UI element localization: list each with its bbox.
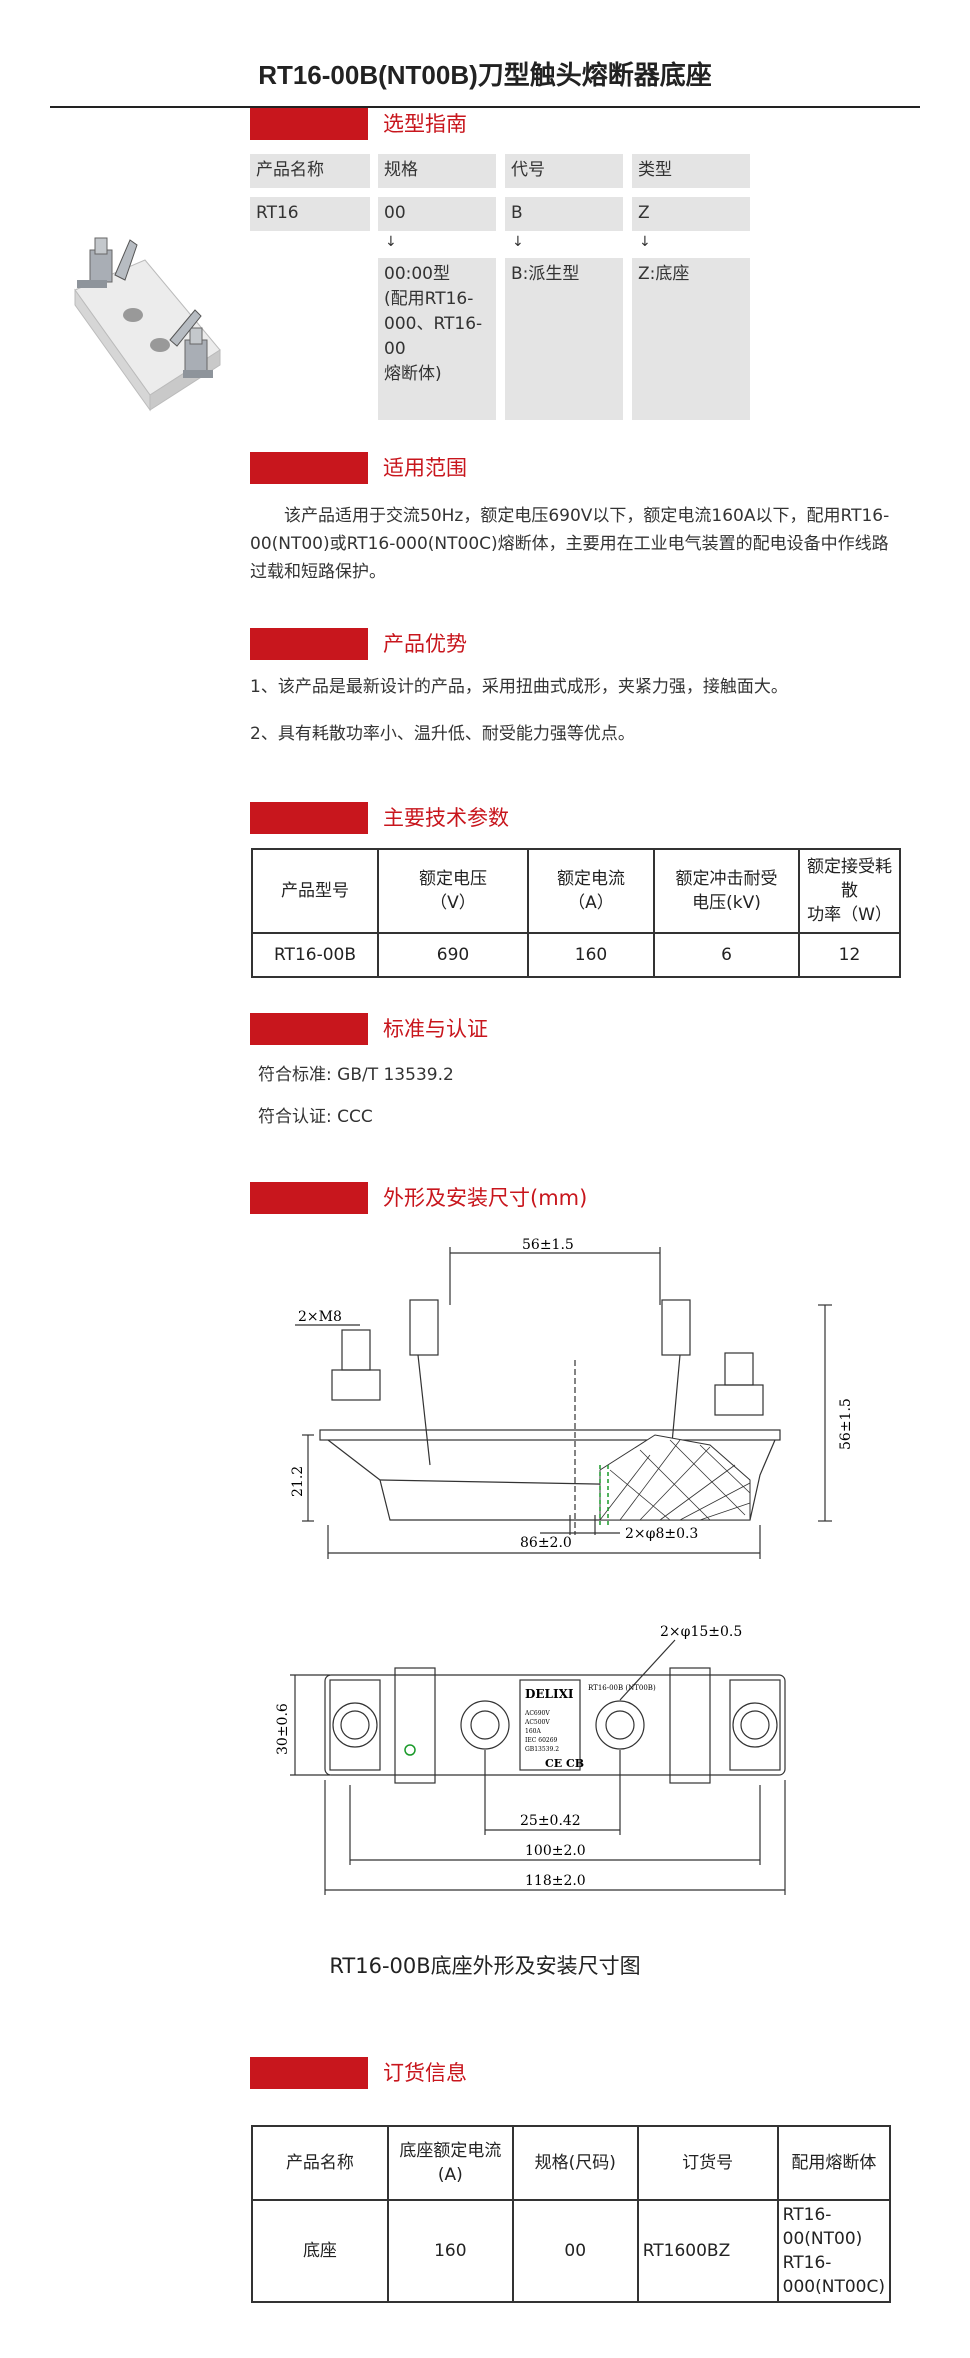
section-marker [250,802,368,834]
dim-m8-label: 2×M8 [298,1309,342,1325]
table-header-cell: 额定冲击耐受 电压(kV) [653,848,800,934]
section-title: 主要技术参数 [383,806,509,830]
sel-desc-type: Z:底座 [632,258,750,420]
section-marker [250,2057,368,2089]
plate-line: IEC 60269 [525,1737,558,1744]
product-photo [74,237,221,412]
plate-line: 160A [525,1728,541,1735]
dim-56-label: 56±1.5 [522,1237,574,1253]
table-cell: 6 [653,932,800,978]
section-marker [250,108,368,140]
table-header-cell: 产品型号 [251,848,379,934]
plate-line: AC690V [524,1710,550,1717]
dim-56v-label: 56±1.5 [838,1398,854,1450]
section-marker [250,1182,368,1214]
table-cell: 00 [511,2199,639,2303]
dim-phi15-label: 2×φ15±0.5 [660,1624,742,1640]
arrow-down-icon: ↓ [512,234,524,250]
table-header-cell: 底座额定电流 (A) [386,2125,514,2201]
table-cell: 690 [377,932,529,978]
section-title: 适用范围 [383,456,467,480]
dim-86-label: 86±2.0 [520,1535,572,1551]
sel-header-spec: 规格 [378,154,496,188]
table-cell: 底座 [251,2199,389,2303]
sel-value-type: Z [632,197,750,231]
page-title: RT16-00B(NT00B)刀型触头熔断器底座 [258,60,712,90]
sel-header-name: 产品名称 [250,154,370,188]
section-title: 标准与认证 [383,1017,488,1041]
scope-paragraph: 该产品适用于交流50Hz，额定电压690V以下，额定电流160A以下，配用RT1… [250,506,890,582]
sel-value-spec: 00 [378,197,496,231]
cert-marks: CE CB [545,1757,584,1770]
table-header-row: 产品型号 额定电压 （V） 额定电流 （A） 额定冲击耐受 电压(kV) 额定接… [251,848,901,934]
plate-line: AC500V [524,1719,550,1726]
sel-desc-code: B:派生型 [505,258,623,420]
sel-header-type: 类型 [632,154,750,188]
table-cell: RT16-00(NT00) RT16- 000(NT00C) [776,2199,892,2303]
standard-label: 符合标准: [258,1065,332,1085]
sel-desc-spec: 00:00型 (配用RT16- 000、RT16-00 熔断体) [378,258,496,420]
dim-phi8-label: 2×φ8±0.3 [625,1526,698,1542]
advantage-item: 2、具有耗散功率小、温升低、耐受能力强等优点。 [250,724,635,744]
brand-logo: DELIXI [525,1687,574,1701]
dim-21-label: 21.2 [290,1466,306,1497]
arrow-down-icon: ↓ [385,234,397,250]
table-header-row: 产品名称 底座额定电流 (A) 规格(尺码) 订货号 配用熔断体 [251,2125,892,2201]
table-header-cell: 额定电流 （A） [527,848,655,934]
title-divider [50,106,920,108]
section-marker [250,1013,368,1045]
section-marker [250,452,368,484]
standard-value: GB/T 13539.2 [337,1065,454,1085]
cert-value: CCC [337,1107,373,1127]
section-title: 订货信息 [383,2061,467,2085]
cert-line: 符合认证: CCC [258,1102,373,1127]
drawing-caption: RT16-00B底座外形及安装尺寸图 [329,1954,641,1978]
section-marker [250,628,368,660]
table-header-cell: 额定电压 （V） [377,848,529,934]
plate-line: GB13539.2 [525,1746,559,1753]
standard-line: 符合标准: GB/T 13539.2 [258,1060,454,1085]
table-cell: 160 [386,2199,514,2303]
table-cell: RT16-00B [251,932,379,978]
top-view-drawing: DELIXI RT16-00B (NT00B) AC690V AC500V 16… [275,1624,786,1895]
section-title: 选型指南 [383,112,467,136]
table-header-cell: 规格(尺码) [511,2125,639,2201]
sel-header-code: 代号 [505,154,623,188]
arrow-down-icon: ↓ [639,234,651,250]
section-title: 产品优势 [383,632,467,656]
side-view-drawing: 56±1.5 2×M8 56±1.5 21.2 2×φ8±0.3 86±2.0 [290,1237,854,1559]
sel-value-code: B [505,197,623,231]
sel-value-name: RT16 [250,197,370,231]
table-header-cell: 产品名称 [251,2125,389,2201]
dim-118-label: 118±2.0 [525,1873,586,1889]
section-title: 外形及安装尺寸(mm) [383,1186,588,1210]
table-header-cell: 订货号 [636,2125,779,2201]
table-cell: RT1600BZ [636,2199,779,2303]
dim-25-label: 25±0.42 [520,1813,581,1829]
table-header-cell: 配用熔断体 [776,2125,892,2201]
plate-model: RT16-00B (NT00B) [588,1684,656,1692]
table-cell: 160 [527,932,655,978]
cert-label: 符合认证: [258,1107,332,1127]
dim-100-label: 100±2.0 [525,1843,586,1859]
fuse-base-image [74,237,221,412]
table-row: 底座 160 00 RT1600BZ RT16-00(NT00) RT16- 0… [251,2199,892,2303]
order-table: 产品名称 底座额定电流 (A) 规格(尺码) 订货号 配用熔断体 底座 160 … [251,2125,892,2303]
table-header-cell: 额定接受耗散 功率（W） [798,848,901,934]
table-row: RT16-00B 690 160 6 12 [251,932,901,978]
params-table: 产品型号 额定电压 （V） 额定电流 （A） 额定冲击耐受 电压(kV) 额定接… [251,848,901,978]
advantage-item: 1、该产品是最新设计的产品，采用扭曲式成形，夹紧力强，接触面大。 [250,677,788,697]
table-cell: 12 [798,932,901,978]
dim-30-label: 30±0.6 [275,1703,291,1755]
